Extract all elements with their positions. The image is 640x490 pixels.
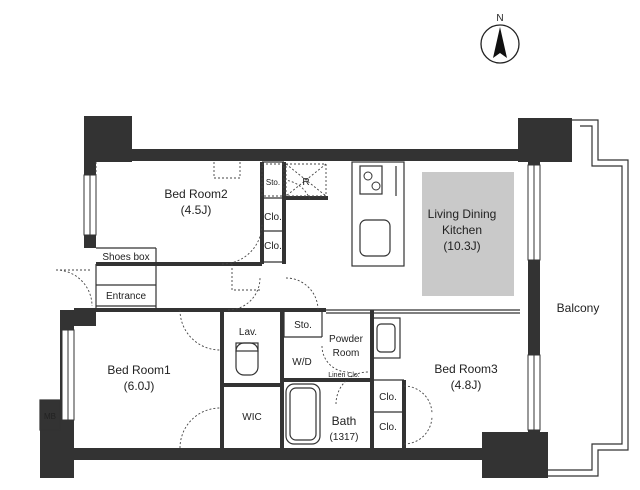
bed-room-2-size: (4.5J) — [181, 203, 212, 217]
column-bottom-left — [40, 430, 74, 478]
bed-room-3-name: Bed Room3 — [434, 362, 498, 376]
storage-label: Sto. — [294, 320, 312, 331]
mb-box — [39, 399, 61, 431]
stove — [359, 165, 383, 195]
ldk-name-line-2: Kitchen — [442, 223, 482, 237]
closet-d-label: Clo. — [379, 422, 397, 433]
ldk-area — [422, 172, 514, 296]
wic-label: WIC — [242, 412, 261, 423]
balcony-outline — [548, 119, 629, 477]
column-bottom-right — [482, 432, 548, 478]
closet-c-label: Clo. — [379, 392, 397, 403]
lavatory-label: Lav. — [239, 327, 257, 338]
sto-small-label: Sto. — [266, 178, 280, 187]
bath-size-label: (1317) — [330, 432, 359, 443]
balcony-label: Balcony — [557, 301, 600, 315]
column-top-left — [84, 116, 132, 162]
column-top-right — [518, 118, 572, 162]
bathtub — [285, 383, 321, 445]
washer-dryer-label: W/D — [292, 357, 311, 368]
entrance-label: Entrance — [106, 291, 146, 302]
room-labels: Bed Room2 (4.5J) Bed Room1 (6.0J) Bed Ro… — [44, 177, 599, 443]
closet-b-label: Clo. — [264, 241, 282, 252]
refrigerator-label: R — [302, 177, 309, 188]
bath-fixtures — [235, 317, 401, 445]
mb-label: MB — [44, 412, 56, 421]
ldk-name-line-1: Living Dining — [428, 207, 497, 221]
upper-storage — [261, 163, 327, 197]
kitchen-island — [351, 161, 405, 267]
compass-ring — [480, 24, 520, 64]
door-swings — [55, 162, 433, 449]
ldk-size: (10.3J) — [443, 239, 480, 253]
bath-label: Bath — [332, 414, 357, 428]
bed-room-3-size: (4.8J) — [451, 378, 482, 392]
powder-room-line-1: Powder — [329, 334, 364, 345]
windows — [61, 164, 541, 431]
toilet — [235, 342, 259, 376]
sink — [359, 219, 391, 257]
powder-room-line-2: Room — [333, 348, 360, 359]
interior-walls — [74, 161, 520, 448]
wall-top — [132, 149, 518, 161]
washbasin — [371, 317, 401, 359]
closet-a-label: Clo. — [264, 212, 282, 223]
compass-label: N — [496, 13, 503, 24]
wall-entrance-corner — [60, 310, 96, 326]
shoes-box-label: Shoes box — [102, 252, 149, 263]
bed-room-2-name: Bed Room2 — [164, 187, 228, 201]
compass: N — [480, 13, 520, 64]
north-arrow-icon — [493, 27, 507, 58]
bed-room-1-name: Bed Room1 — [107, 363, 171, 377]
linen-closet-label: Linen Clo. — [328, 372, 360, 379]
bed-room-1-size: (6.0J) — [124, 379, 155, 393]
wall-bottom — [74, 448, 482, 460]
kitchen-counter — [351, 161, 405, 267]
